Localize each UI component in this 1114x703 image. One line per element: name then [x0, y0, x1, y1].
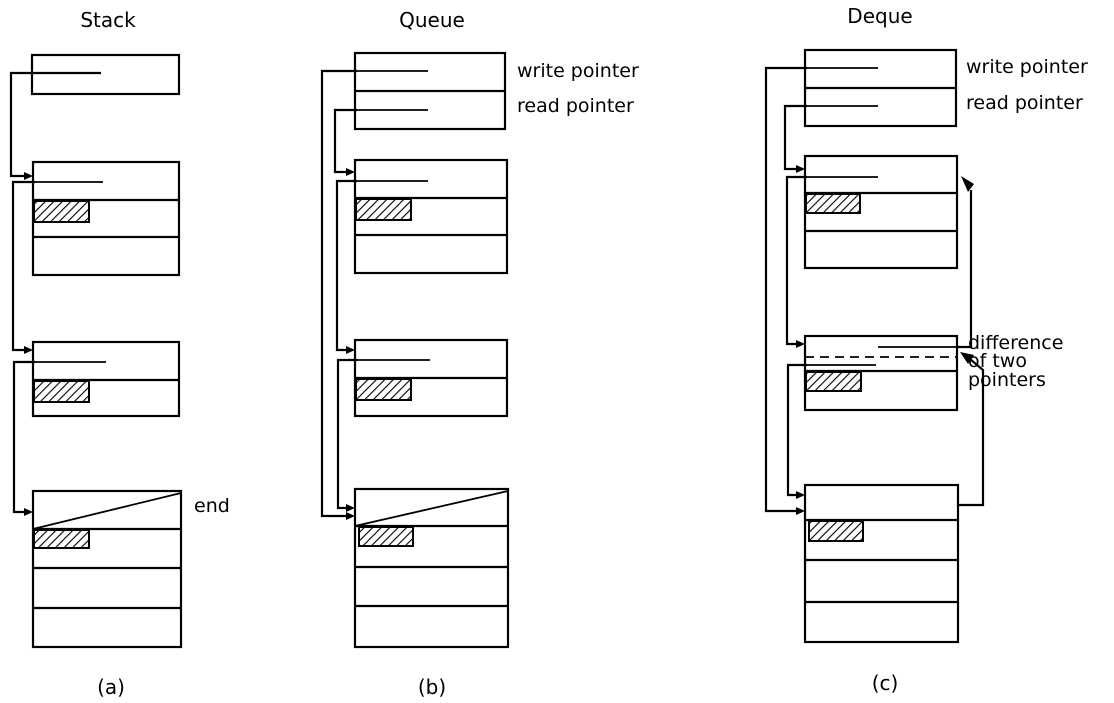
deque-backward-link-1 [957, 190, 973, 349]
deque-difference-label-line3: pointers [968, 369, 1046, 391]
stack-title: Stack [80, 8, 136, 32]
deque-node-1-data-cell [805, 193, 861, 214]
stack-panel: Stack end [9, 8, 230, 699]
deque-write-pointer-label: write pointer [966, 56, 1088, 78]
deque-title: Deque [847, 4, 912, 28]
deque-node-2-data-cell [805, 371, 862, 392]
queue-read-pointer-label: read pointer [517, 95, 634, 117]
queue-node-2-data-cell [355, 378, 412, 401]
deque-node-end [803, 483, 960, 644]
queue-link-arrow-1 [335, 179, 357, 352]
queue-read-pointer-arrow [333, 108, 357, 174]
stack-node-end [31, 489, 183, 649]
deque-end-data-cell [808, 520, 864, 542]
stack-link-arrow-1 [9, 71, 101, 178]
queue-node-1-data-cell [355, 198, 412, 221]
deque-panel: Deque write pointer read pointer di [764, 4, 1088, 695]
queue-write-pointer-label: write pointer [517, 60, 639, 82]
deque-node-1 [803, 154, 959, 270]
stack-node-2-data-cell [33, 380, 90, 403]
deque-caption: (c) [872, 671, 899, 695]
deque-difference-label-line1: difference [968, 332, 1063, 354]
queue-pointer-header-node [353, 51, 507, 131]
stack-link-arrow-2 [11, 180, 35, 352]
queue-title: Queue [399, 8, 465, 32]
deque-read-pointer-arrow [783, 104, 807, 171]
deque-forward-link-2 [786, 363, 807, 497]
queue-caption: (b) [418, 675, 446, 699]
queue-panel: Queue write pointer read pointer [320, 8, 639, 699]
deque-write-pointer-arrow [764, 66, 807, 513]
queue-write-pointer-arrow [320, 69, 357, 518]
queue-node-end [353, 487, 510, 649]
queue-node-2 [353, 338, 509, 418]
deque-read-pointer-label: read pointer [966, 92, 1083, 114]
queue-node-1 [353, 158, 509, 275]
deque-pointer-header-node [803, 48, 958, 128]
stack-end-diagonal [32, 492, 182, 530]
stack-top-pointer-node [30, 53, 181, 96]
deque-difference-label-line2: of two [968, 350, 1027, 372]
stack-link-arrow-3 [12, 360, 35, 514]
queue-end-data-cell [358, 526, 414, 547]
stack-node-2 [31, 340, 181, 418]
stack-node-1-data-cell [33, 200, 90, 223]
stack-end-data-cell [33, 529, 90, 549]
stack-node-1 [31, 160, 181, 277]
stack-caption: (a) [97, 675, 125, 699]
deque-forward-link-1 [785, 175, 807, 346]
deque-node-2 [803, 334, 959, 412]
stack-end-label: end [194, 495, 230, 517]
queue-end-diagonal [354, 490, 509, 527]
deque-backward-link-2 [958, 358, 985, 507]
queue-link-arrow-2 [336, 358, 357, 510]
